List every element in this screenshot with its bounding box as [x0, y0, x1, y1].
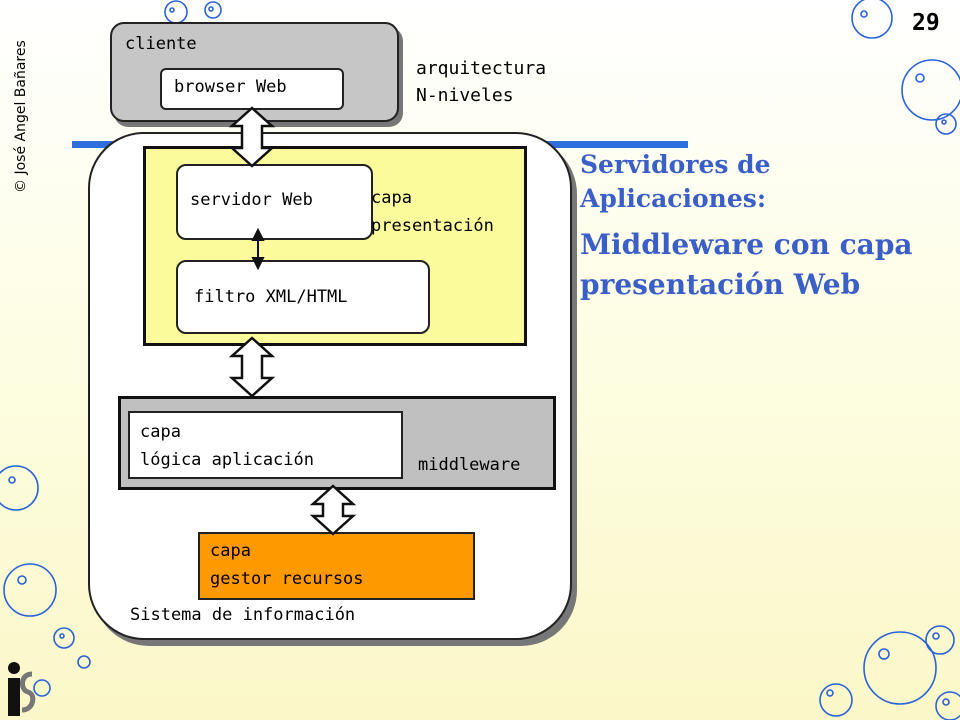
title-line-3: Middleware con capa [580, 228, 913, 261]
thin-arrow-web-filter [251, 227, 265, 271]
resource-label-1: capa [210, 541, 251, 561]
browser-label: browser Web [174, 77, 287, 97]
slide-number: 29 [912, 10, 940, 36]
web-server-box [176, 164, 373, 240]
title-line-1: Servidores de [580, 150, 771, 179]
client-label: cliente [125, 34, 197, 54]
double-arrow-pres-middleware [228, 336, 276, 398]
middleware-label: middleware [418, 455, 521, 475]
architecture-label-1: arquitectura [416, 58, 547, 79]
logic-label-2: lógica aplicación [140, 450, 314, 470]
application-logic-box [128, 411, 403, 479]
logic-label-1: capa [140, 422, 181, 442]
title-line-2: Aplicaciones: [580, 184, 767, 213]
resource-label-2: gestor recursos [210, 569, 364, 589]
system-label: Sistema de información [130, 605, 356, 625]
presentation-label-2: presentación [371, 216, 494, 236]
double-arrow-middleware-resources [309, 484, 357, 536]
architecture-label-2: N-niveles [416, 85, 514, 106]
presentation-label-1: capa [371, 188, 412, 208]
double-arrow-client-web [228, 106, 276, 168]
xml-html-filter-box [176, 260, 430, 334]
web-server-label: servidor Web [190, 190, 313, 210]
filter-label: filtro XML/HTML [194, 287, 348, 307]
title-line-4: presentación Web [580, 268, 861, 301]
resource-manager-box [198, 532, 475, 600]
header-rule-right [520, 141, 688, 148]
institution-logo [8, 662, 36, 716]
